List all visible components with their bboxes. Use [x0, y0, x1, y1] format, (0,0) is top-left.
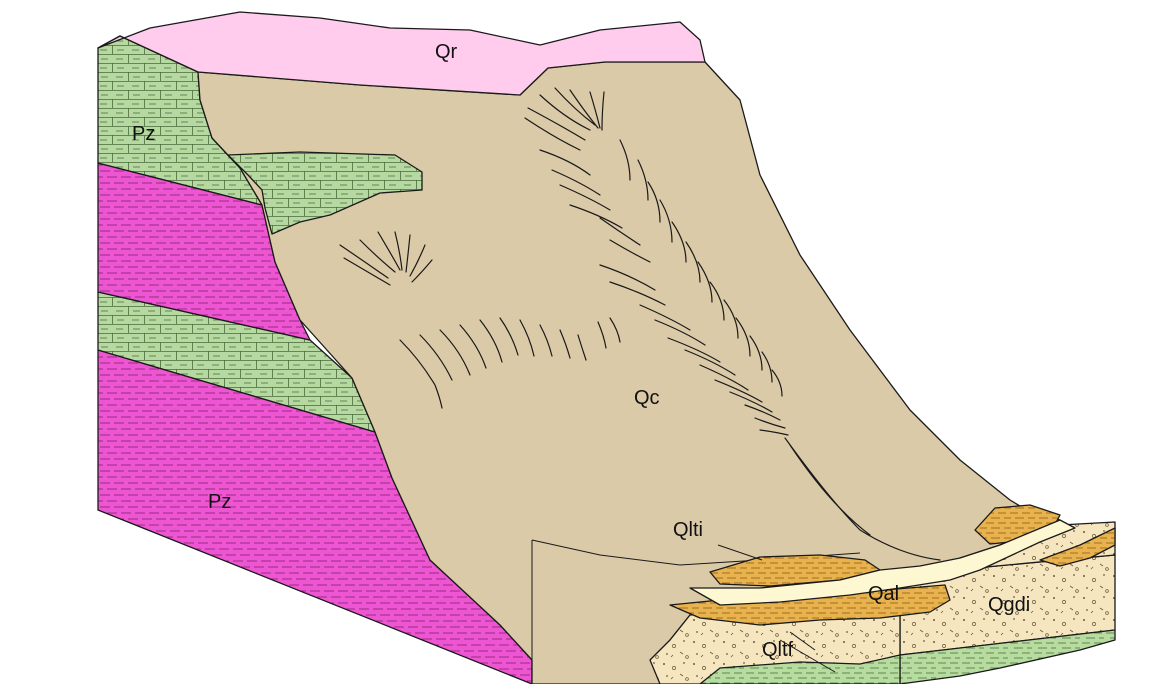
label-qal: Qal [868, 583, 899, 605]
label-qgdi: Qgdi [988, 594, 1030, 616]
label-qltf: Qltf [762, 639, 794, 661]
label-pz-upper: Pz [132, 123, 155, 145]
label-qr: Qr [435, 41, 458, 63]
label-qlti: Qlti [673, 519, 703, 541]
label-pz-lower: Pz [208, 491, 231, 513]
label-qc: Qc [634, 387, 660, 409]
